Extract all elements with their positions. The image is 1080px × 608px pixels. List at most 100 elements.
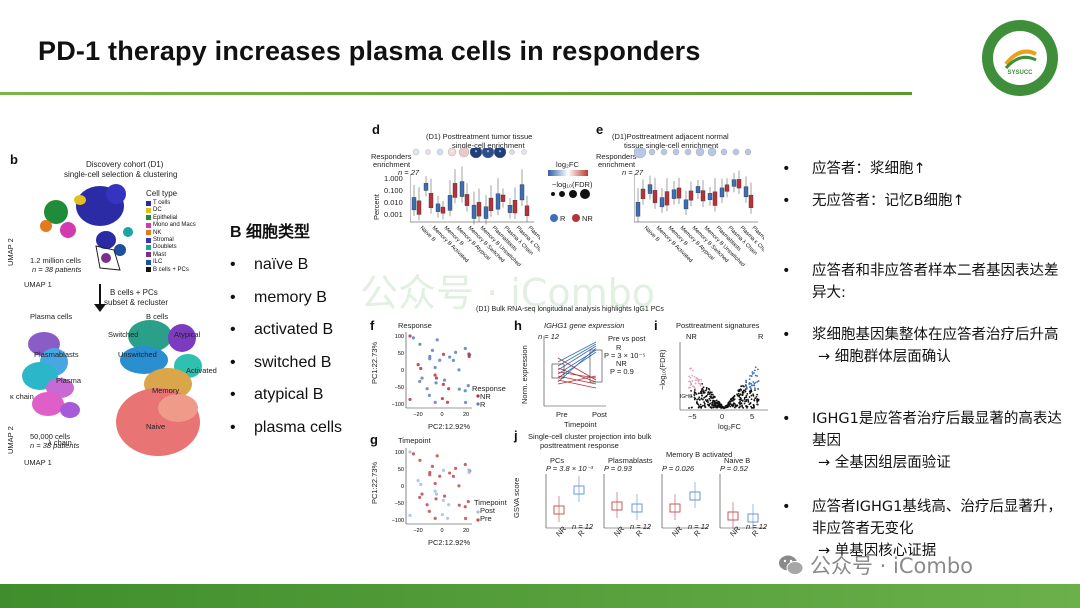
panel-j-boxplot [603,474,650,529]
panel-i-gene-point [750,389,752,392]
panel-g-point [408,513,412,518]
panel-i-gene-point [699,383,702,385]
panel-i-gene-point [697,392,700,395]
panel-g-point [434,492,439,496]
panel-i-gene-point [739,403,741,406]
panel-i-gene-point [711,403,714,406]
panel-i-gene-point [705,389,707,392]
panel-e-enrichment-dot [732,148,740,156]
panel-i-gene-point [695,393,698,396]
panel-i-gene-point [714,403,717,406]
panel-h-ylabel: Norm. expression [520,345,529,404]
panel-j-box [747,513,759,523]
panel-i-gene-point [713,402,715,405]
panel-d-subtitle: single-cell enrichment [452,141,525,150]
b-cell-type-item: •plasma cells [230,419,342,452]
panel-g-point [425,503,429,507]
panel-f-point [434,381,438,385]
panel-f-ytick: 0 [401,368,404,374]
panel-f-point [440,396,444,401]
b-cell-type-label: activated B [254,321,334,338]
panel-e-enrichment-dot [672,148,680,156]
panel-e-enrichment-dot [634,148,647,159]
panel-i-gene-point [741,400,744,402]
panel-i-gene-point [716,401,719,404]
panel-j-boxplot [661,474,708,529]
panel-i-gene-point [756,403,759,406]
panel-j-boxplot [545,474,592,529]
panel-d-box [435,203,441,212]
panel-j-title: Single-cell cluster projection into bulk [528,432,652,441]
panel-e-box [719,187,725,198]
panel-d-enrichment-dot [436,148,444,156]
panel-i-gene-point [704,406,707,408]
panel-i-gene-point [733,402,736,405]
legend-label: Doublets [153,244,177,251]
b-cell-type-label: atypical B [254,386,324,403]
bullet-dot: • [230,353,236,371]
panel-e-box [652,190,658,204]
panel-i-gene-point [700,389,703,391]
celltype-legend-title: Cell type [146,189,178,198]
panel-i-gene-point [727,404,729,406]
panel-f-point [433,365,437,370]
b-cell-type-label: switched B [254,353,332,371]
bullet-dot: • [782,499,791,515]
panel-j-ylabel: GSVA score [512,477,521,518]
panel-d-ytick-0: 1.000 [384,174,403,183]
panel-j-letter: j [514,428,518,443]
panel-i-gene-point [739,400,741,403]
panel-i-gene-point [754,397,757,400]
patients-count: n = 38 patients [32,265,82,274]
panel-i-gene-point [718,402,721,404]
legend-swatch [146,200,151,206]
panel-i-gene-point [756,380,759,383]
footer-watermark: 公众号 · iCombo [778,550,973,580]
panel-b-letter: b [10,152,18,167]
panel-e-box [736,179,742,189]
panel-d-box [483,206,489,219]
panel-g-point [428,470,432,475]
panel-h-xtick-post: Post [592,410,608,419]
panel-i-gene-point [695,401,698,404]
panel-f-xlabel: PC2:12.92% [428,422,471,431]
panel-i-gene-point [757,388,760,391]
logo-abbr: SYSUCC [1007,70,1033,76]
panel-j-subpanel-title: Plasmablasts [608,456,653,465]
panel-d-box [464,194,470,206]
subset-label-2: subset & recluster [104,298,169,307]
panel-g-ylabel: PC1:22.73% [370,461,379,504]
panel-i-gene-point [757,379,760,382]
panel-d-box [488,197,494,212]
panel-i-gene-point [713,396,716,399]
bullet-dot: • [782,327,791,343]
finding-main: 应答者IGHG1基线高、治疗后显著升，非应答者无变化 [812,499,1062,537]
panel-i-gene-point [709,402,712,405]
legend-r: R [560,214,566,223]
panel-h-ann4: NR [616,359,627,368]
panel-i-gene-point [716,405,719,408]
fc-colorbar [548,170,588,176]
panel-i-xtick-0: −5 [688,412,697,421]
umap1-label: UMAP 1 [24,280,52,289]
panel-i-gene-point [740,389,743,391]
panel-i-gene-point [690,395,693,398]
panel-f-xtick: 0 [440,412,443,418]
legend-swatch [146,244,151,250]
bullet-dot: • [230,418,236,436]
panel-i-gene-point [689,376,692,379]
panel-f-point [418,379,422,384]
panel-i-gene-point [703,404,706,407]
panel-d-ytick-1: 0.100 [384,186,403,195]
celltype-legend-item: NK [146,230,161,236]
celltype-legend-item: Epithelial [146,215,177,221]
panel-g-point [451,474,456,478]
panel-f-point [411,336,416,340]
panel-f-title: Response [398,321,432,330]
panel-f-point [454,350,458,354]
panel-e-box [664,191,670,206]
footer-watermark-text: 公众号 · iCombo [810,554,974,578]
panel-e-enrichment-dot [720,148,728,156]
